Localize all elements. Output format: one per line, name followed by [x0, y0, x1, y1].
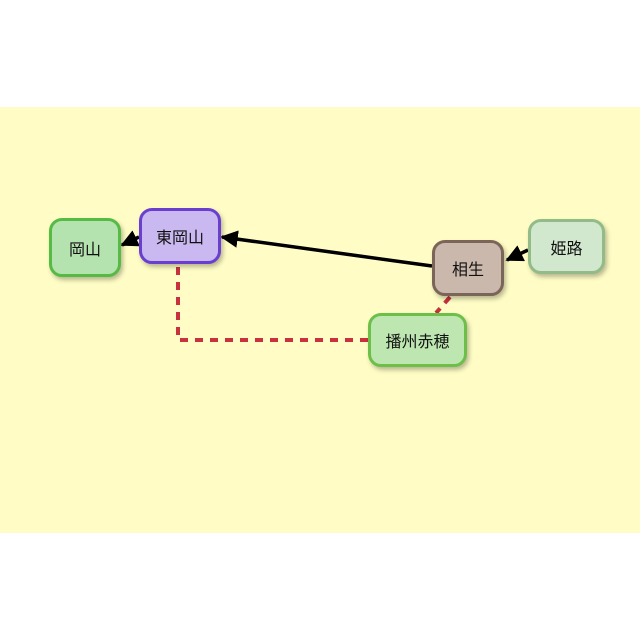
node-okayama-label: 岡山	[68, 239, 101, 259]
node-okayama[interactable]: 岡山	[49, 218, 121, 277]
node-himeji-label: 姫路	[550, 238, 583, 258]
node-himeji[interactable]: 姫路	[528, 219, 605, 274]
node-harima-ako[interactable]: 播州赤穂	[368, 313, 467, 367]
edge-harima-ako-to-higashi-okayama	[176, 264, 368, 342]
node-harima-ako-label: 播州赤穂	[385, 332, 450, 351]
node-aioi[interactable]: 相生	[432, 240, 504, 296]
edge-aioi-to-harima-ako	[434, 295, 452, 315]
edge-himeji-to-aioi	[505, 245, 529, 262]
edge-aioi-to-higashi-okayama	[220, 230, 433, 268]
node-aioi-label: 相生	[451, 260, 484, 279]
edge-higashi-okayama-to-okayama	[120, 230, 140, 247]
node-higashi-okayama[interactable]: 東岡山	[139, 208, 221, 264]
diagram-canvas	[0, 107, 640, 533]
node-higashi-okayama-label: 東岡山	[155, 228, 204, 247]
